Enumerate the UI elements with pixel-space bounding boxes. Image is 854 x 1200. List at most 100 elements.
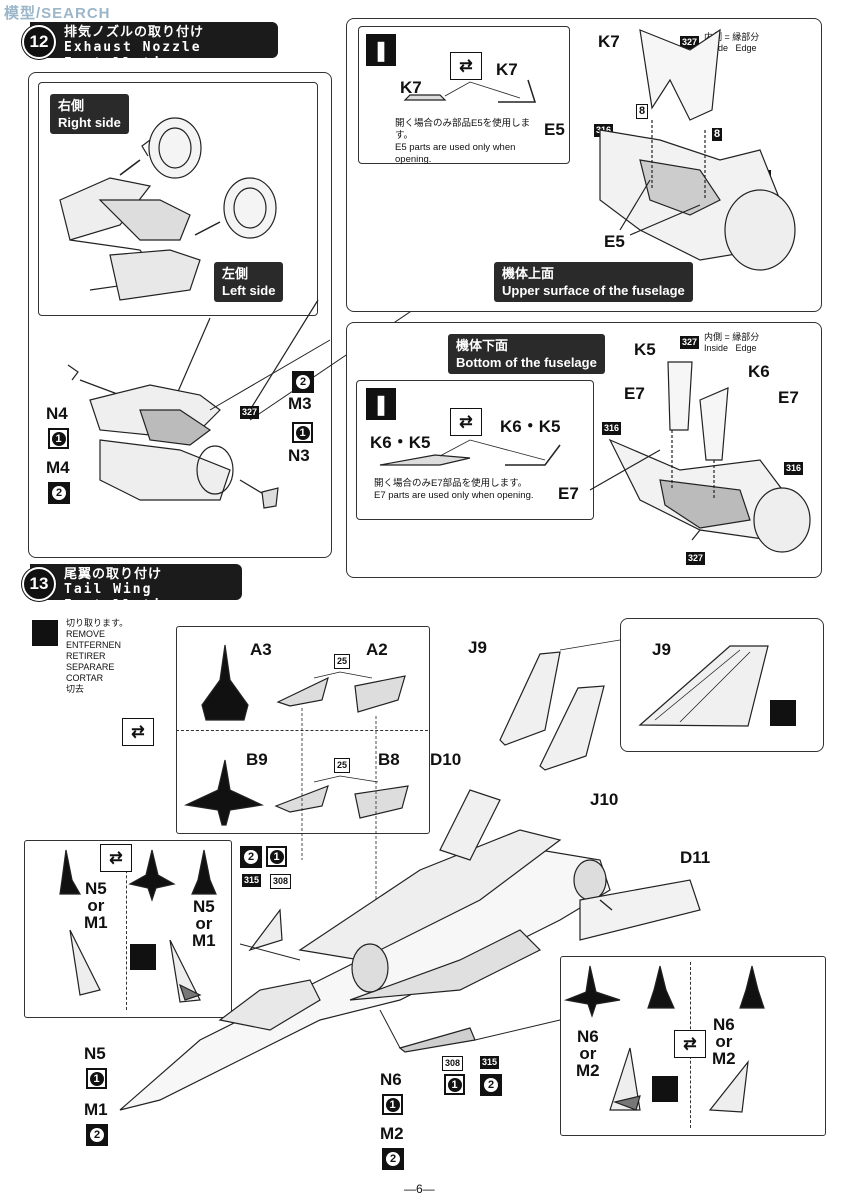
lower-e7-c: E7 (778, 388, 799, 407)
upper-k7-a: K7 (400, 78, 422, 97)
lower-327-b: 327 (686, 552, 706, 565)
qty-315: 2 (480, 1074, 502, 1096)
part-j9: J9 (468, 638, 487, 657)
qty-m4: 2 (48, 482, 70, 504)
upper-327: 327 (680, 36, 700, 49)
n5m1-a-or: or (87, 896, 105, 915)
lower-inside: 内側 (704, 332, 723, 342)
lower-note-en: E7 parts are used only when opening. (374, 490, 534, 501)
part-315-b: 315 (480, 1056, 500, 1069)
remove-icon-j9 (770, 700, 796, 726)
n5m1-b-m1: M1 (192, 931, 216, 950)
n6m2-a-m2: M2 (576, 1061, 600, 1080)
part-d11: D11 (680, 848, 711, 867)
lower-note-jp: 開く場合のみE7部品を使用します。 (374, 478, 528, 489)
right-side-en: Right side (58, 115, 121, 130)
swap-icon-n6: ⇄ (674, 1030, 706, 1058)
lower-k6k5-a: K6・K5 (370, 433, 431, 452)
n6m2-b-m2: M2 (712, 1049, 736, 1068)
step13-title-en: Tail Wing Installation (64, 582, 182, 613)
part-m1: M1 (84, 1100, 108, 1119)
n5m1-a-m1: M1 (84, 913, 108, 932)
remove-de: ENTFERNEN (66, 640, 122, 650)
n6m2-a-or: or (579, 1044, 597, 1063)
upper-e5-a: E5 (544, 120, 565, 139)
glue-icon-lower: ❚ (366, 388, 396, 420)
n5m1-a: N5 or M1 (84, 880, 108, 931)
right-side-caption: 右側 Right side (50, 94, 129, 134)
part-315-a: 315 (242, 874, 262, 887)
remove-cn: 切去 (66, 684, 85, 694)
step12-title-jp: 排気ノズルの取り付け (64, 24, 205, 39)
remove-fr: RETIRER (66, 651, 106, 661)
n6m2-b: N6 or M2 (712, 1016, 736, 1067)
lower-e7-b: E7 (624, 384, 645, 403)
glue-icon-upper: ❚ (366, 34, 396, 66)
n6m2-b-n6: N6 (712, 1015, 735, 1034)
n6m2-b-or: or (715, 1032, 733, 1051)
part-a3: A3 (250, 640, 272, 659)
lower-caption-jp: 機体下面 (456, 338, 509, 353)
upper-caption-jp: 機体上面 (502, 266, 555, 281)
swap-icon-upper: ⇄ (450, 52, 482, 80)
upper-k7-b: K7 (496, 60, 518, 79)
watermark: 模型/SEARCH (4, 5, 111, 22)
swap-icon-stab: ⇄ (122, 718, 154, 746)
lower-316-a: 316 (602, 422, 622, 435)
qty-m4-value: 2 (52, 486, 66, 500)
part-n6: N6 (380, 1070, 402, 1089)
lower-316-b: 316 (784, 462, 804, 475)
qty-1-top: 1 (266, 846, 287, 867)
part-n4: N4 (46, 404, 68, 423)
remove-it: SEPARARE (66, 662, 115, 672)
upper-e5-b: E5 (604, 232, 625, 251)
upper-note: 開く場合のみ部品E5を使用します。 E5 parts are used only… (395, 118, 545, 166)
part-m4: M4 (46, 458, 70, 477)
n5m1-b-n5: N5 (192, 897, 215, 916)
part-j10: J10 (590, 790, 619, 809)
lower-327-a: 327 (680, 336, 700, 349)
lower-note: 開く場合のみE7部品を使用します。 E7 parts are used only… (374, 478, 534, 502)
part-n3: N3 (288, 446, 310, 465)
swap-icon-n5: ⇄ (100, 844, 132, 872)
left-side-jp: 左側 (222, 266, 249, 281)
n5-option-divider (126, 850, 127, 1010)
upper-8-a: 8 (636, 104, 649, 119)
upper-edge-en: Edge (735, 43, 757, 53)
left-side-caption: 左側 Left side (214, 262, 284, 302)
swap-icon-lower: ⇄ (450, 408, 482, 436)
part-308-a: 308 (270, 874, 292, 889)
upper-8-b: 8 (712, 128, 723, 141)
lower-k6k5-b: K6・K5 (500, 417, 561, 436)
page-number: —6— (404, 1182, 435, 1196)
part-b9: B9 (246, 750, 268, 769)
qty-n4-value: 1 (51, 431, 66, 446)
qty-m2: 2 (382, 1148, 404, 1170)
right-side-jp: 右側 (58, 98, 85, 113)
n6m2-a-n6: N6 (576, 1027, 599, 1046)
step13-number: 13 (22, 567, 56, 601)
n6m2-a: N6 or M2 (576, 1028, 600, 1079)
part-n5: N5 (84, 1044, 106, 1063)
part-a2: A2 (366, 640, 388, 659)
left-side-en: Left side (222, 283, 276, 298)
upper-note-en: E5 parts are used only when opening. (395, 142, 516, 165)
lower-inside-edge: 内側 = 縁部分 Inside Edge (704, 332, 760, 353)
qty-n5: 1 (86, 1068, 107, 1089)
part-m3: M3 (288, 394, 312, 413)
n5m1-b-or: or (195, 914, 213, 933)
lower-k6: K6 (748, 362, 770, 381)
remove-legend: 切り取ります。 REMOVE ENTFERNEN RETIRER SEPARAR… (66, 618, 128, 695)
qty-m1: 2 (86, 1124, 108, 1146)
part-327-step12: 327 (240, 406, 260, 419)
qty-n6: 1 (382, 1094, 403, 1115)
part-308-b: 308 (442, 1056, 464, 1071)
qty-n3-value: 1 (295, 425, 310, 440)
qty-m3-value: 2 (296, 375, 310, 389)
lower-edge: 縁部分 (732, 332, 760, 342)
lower-caption-en: Bottom of the fuselage (456, 355, 597, 370)
upper-note-jp: 開く場合のみ部品E5を使用します。 (395, 118, 531, 141)
